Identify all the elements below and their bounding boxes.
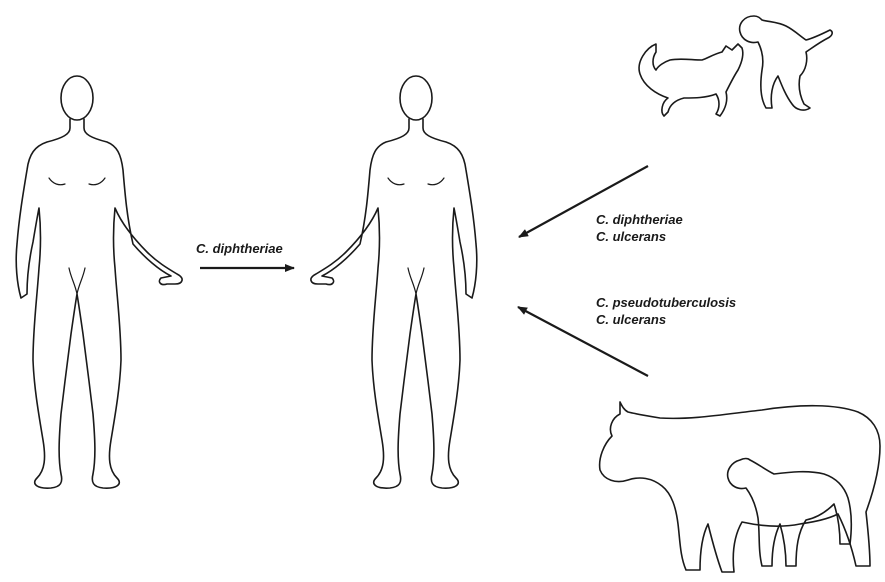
dog-icon <box>740 16 833 110</box>
human-figure-icon <box>16 76 182 488</box>
goat-icon <box>728 459 852 567</box>
human-figure-icon <box>311 76 477 488</box>
livestock-label-2: C. ulcerans <box>596 312 666 327</box>
companion-animal-label-2: C. ulcerans <box>596 229 666 244</box>
companion-animal-label-1: C. diphtheriae <box>596 212 683 227</box>
cow-icon <box>600 402 880 572</box>
human-transmission-label: C. diphtheriae <box>196 241 283 256</box>
recipient-human-figure <box>311 76 477 488</box>
source-human-figure <box>16 76 182 488</box>
cat-icon <box>639 44 743 116</box>
livestock-label-1: C. pseudotuberculosis <box>596 295 736 310</box>
